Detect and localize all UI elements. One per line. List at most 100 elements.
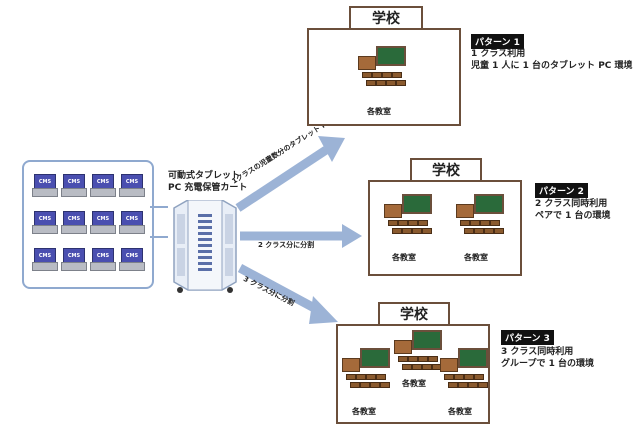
school-1-title: 学校	[349, 6, 423, 30]
desk	[408, 220, 418, 226]
desk	[408, 356, 418, 362]
classroom-wall	[358, 56, 376, 70]
desk	[382, 72, 392, 78]
classroom-wall	[384, 204, 402, 218]
arrow-to-school-1	[235, 136, 345, 212]
desk	[366, 374, 376, 380]
desk	[474, 228, 484, 234]
desk	[468, 382, 478, 388]
blackboard	[474, 194, 504, 214]
laptop-keyboard	[90, 225, 116, 234]
desk	[470, 220, 480, 226]
desk	[376, 80, 386, 86]
laptop-icon: CMS	[119, 248, 145, 271]
classroom-icon	[342, 348, 390, 392]
blackboard	[376, 46, 406, 66]
room-label: 各教室	[448, 407, 472, 416]
panel-connector	[150, 206, 168, 208]
pattern-1-badge: パターン 1	[471, 34, 524, 49]
desk	[396, 80, 406, 86]
laptop-icon: CMS	[119, 211, 145, 234]
school-2: 各教室 各教室	[368, 180, 522, 276]
pattern-2-line2: ペアで 1 台の環境	[535, 211, 611, 221]
desk	[480, 220, 490, 226]
pattern-3-badge: パターン 3	[501, 330, 554, 345]
desk	[362, 72, 372, 78]
desk	[418, 356, 428, 362]
desk	[458, 382, 468, 388]
arrow-to-school-2	[240, 224, 362, 248]
laptop-keyboard	[119, 188, 145, 197]
cart-label-line1: 可動式タブレット	[168, 171, 241, 181]
desk	[412, 364, 422, 370]
desk	[370, 382, 380, 388]
desk	[422, 228, 432, 234]
laptop-icon: CMS	[90, 248, 116, 271]
desk	[422, 364, 432, 370]
desk	[464, 374, 474, 380]
desk	[392, 228, 402, 234]
desk	[398, 220, 408, 226]
pattern-3-desc: 3 クラス同時利用 グループで 1 台の環境	[501, 346, 594, 370]
classroom-wall	[342, 358, 360, 372]
desk	[494, 228, 504, 234]
blackboard	[458, 348, 488, 368]
classroom-icon	[440, 348, 488, 392]
blackboard	[402, 194, 432, 214]
school-3: 各教室 各教室 各教室	[336, 324, 490, 424]
classroom-icon	[358, 46, 406, 90]
pattern-1-line2: 児童 1 人に 1 台のタブレット PC 環境	[471, 61, 633, 71]
laptop-keyboard	[61, 262, 87, 271]
charging-cart	[173, 200, 237, 293]
classroom-wall	[456, 204, 474, 218]
blackboard	[412, 330, 442, 350]
pattern-3-line1: 3 クラス同時利用	[501, 347, 574, 357]
room-label: 各教室	[402, 379, 426, 388]
desk	[376, 374, 386, 380]
cart-label: 可動式タブレット PC 充電保管カート	[168, 170, 247, 194]
classroom-icon	[384, 194, 432, 238]
laptop-icon: CMS	[61, 174, 87, 197]
laptop-keyboard	[32, 225, 58, 234]
laptop-icon: CMS	[90, 174, 116, 197]
desk	[398, 356, 408, 362]
desk	[490, 220, 500, 226]
desk	[444, 374, 454, 380]
laptop-keyboard	[119, 225, 145, 234]
pattern-2-badge: パターン 2	[535, 183, 588, 198]
laptop-icon: CMS	[119, 174, 145, 197]
cart-side-panels	[177, 214, 233, 276]
pattern-2-line1: 2 クラス同時利用	[535, 199, 608, 209]
laptop-icon: CMS	[32, 248, 58, 271]
classroom-wall	[394, 340, 412, 354]
desk	[356, 374, 366, 380]
laptop-keyboard	[119, 262, 145, 271]
laptop-keyboard	[61, 225, 87, 234]
arrow-to-school-3	[237, 264, 338, 324]
desk	[484, 228, 494, 234]
pattern-3-line2: グループで 1 台の環境	[501, 359, 594, 369]
laptop-icon: CMS	[61, 248, 87, 271]
desk	[464, 228, 474, 234]
school-2-title: 学校	[410, 158, 482, 182]
blackboard	[360, 348, 390, 368]
laptop-screen: CMS	[63, 211, 85, 227]
desk	[360, 382, 370, 388]
desk	[460, 220, 470, 226]
pattern-1-line1: 1 クラス利用	[471, 49, 526, 59]
desk	[346, 374, 356, 380]
desk	[380, 382, 390, 388]
cart-wheels	[177, 287, 233, 293]
school-3-title: 学校	[378, 302, 450, 326]
laptop-icon: CMS	[32, 174, 58, 197]
desk	[448, 382, 458, 388]
classroom-wall	[440, 358, 458, 372]
desk	[350, 382, 360, 388]
desk	[428, 356, 438, 362]
laptop-keyboard	[32, 262, 58, 271]
desk	[474, 374, 484, 380]
school-1: 各教室	[307, 28, 461, 126]
laptop-keyboard	[61, 188, 87, 197]
laptop-keyboard	[32, 188, 58, 197]
